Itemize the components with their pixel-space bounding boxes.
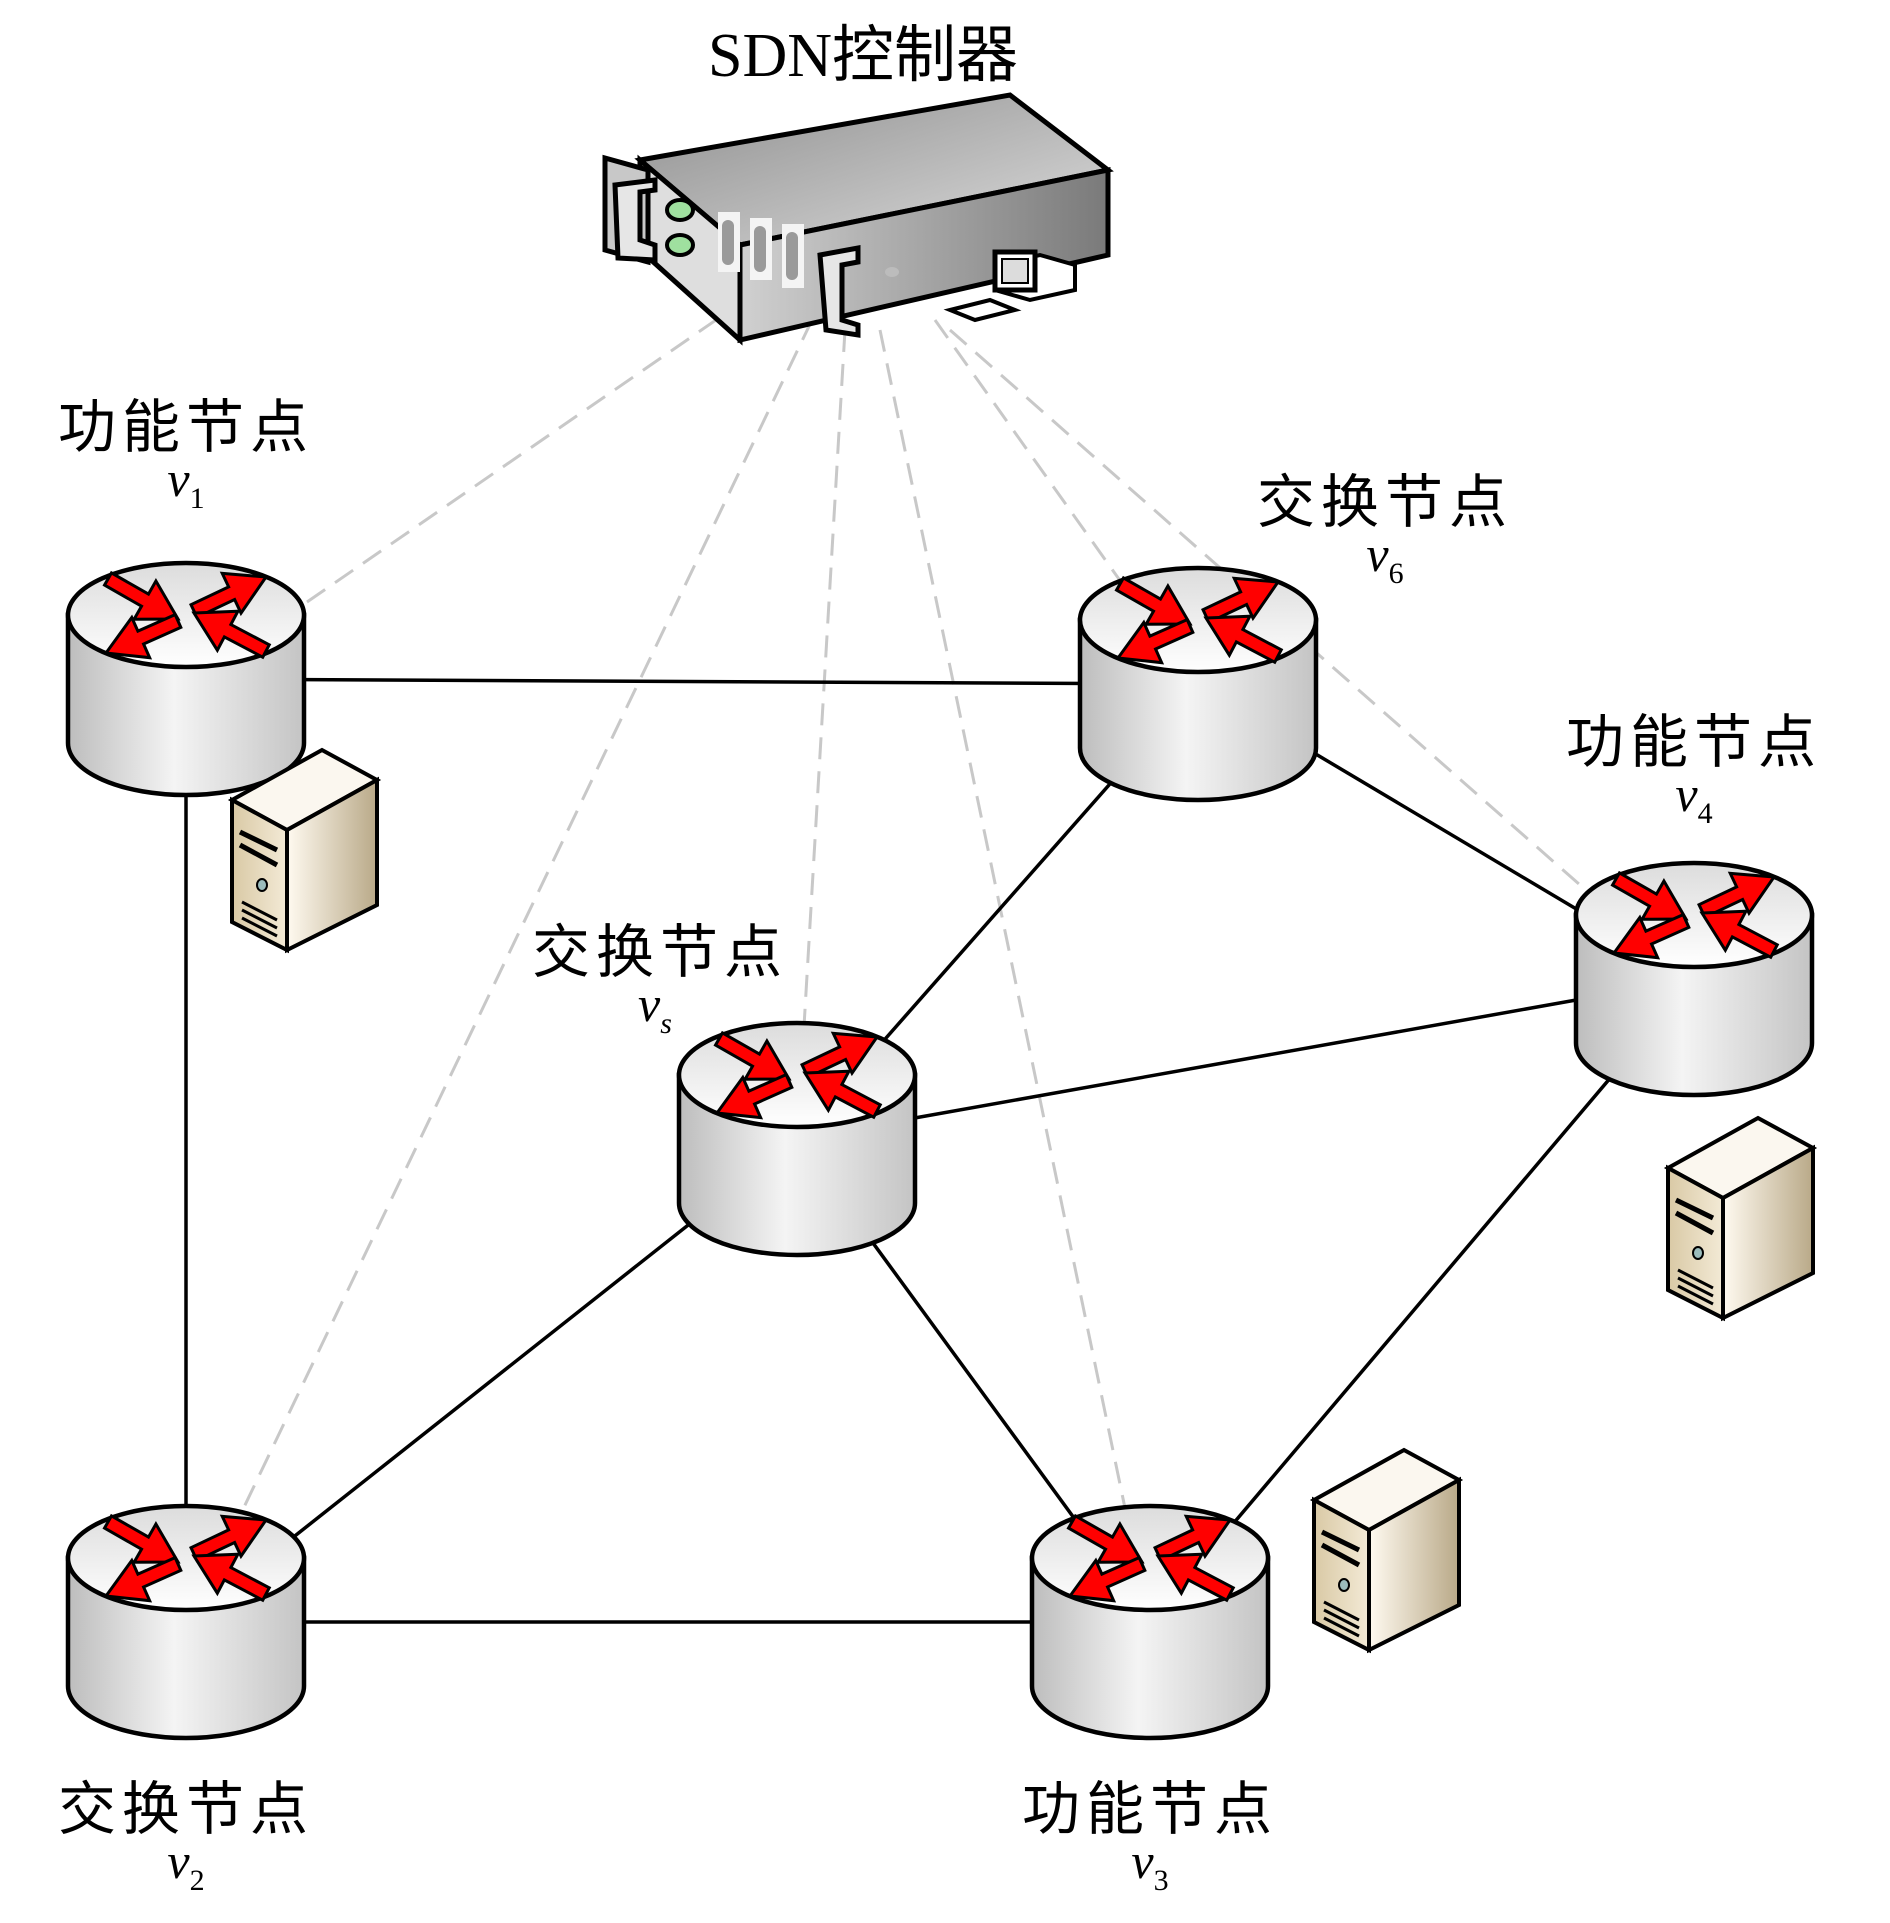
arrow-icon (1066, 1513, 1145, 1564)
control-link-v2 (184, 319, 814, 1630)
node-type-label-v3: 功能节点 (1021, 1775, 1279, 1843)
control-link-v4 (949, 328, 1695, 987)
arrow-icon (1203, 614, 1284, 665)
arrow-icon (713, 1030, 792, 1081)
servers (227, 747, 1818, 1654)
node-id-label-v4: v4 (1675, 765, 1712, 831)
node-subscript: 1 (189, 482, 205, 515)
node-subscript: 4 (1697, 797, 1713, 830)
switch-arrows-icon (713, 1030, 883, 1120)
controller-label: SDN控制器 (707, 22, 1019, 90)
node-id-label-v6: v6 (1366, 525, 1403, 591)
arrow-icon (800, 1031, 880, 1080)
node-type-label-v6: 交换节点 (1256, 468, 1514, 536)
arrow-icon (1699, 909, 1780, 960)
arrow-icon (191, 1552, 272, 1603)
server-icon-v4 (1663, 1115, 1818, 1322)
arrow-icon (191, 609, 272, 660)
router-vs[interactable] (676, 1020, 918, 1258)
node-type-label-v4: 功能节点 (1565, 708, 1823, 776)
switch-arrows-icon (1610, 870, 1780, 960)
routers (65, 560, 1815, 1741)
node-type-label-v1: 功能节点 (57, 393, 315, 461)
arrow-icon (1611, 912, 1691, 960)
switch-arrows-icon (102, 570, 272, 660)
node-id-label-v1: v1 (167, 450, 204, 516)
arrow-icon (1114, 575, 1193, 626)
node-id-label-vs: vs (638, 975, 672, 1041)
data-links (184, 677, 1696, 1624)
node-subscript: 3 (1153, 1864, 1169, 1897)
arrow-icon (102, 570, 181, 621)
node-subscript: 6 (1388, 557, 1404, 590)
control-link-vs (795, 329, 847, 1146)
node-type-label-vs: 交换节点 (531, 918, 789, 986)
node-id-label-v2: v2 (167, 1832, 204, 1898)
arrow-icon (189, 571, 269, 620)
arrow-icon (1153, 1514, 1233, 1563)
node-subscript: 2 (189, 1864, 205, 1897)
arrow-icon (1610, 870, 1689, 921)
arrow-icon (189, 1514, 269, 1563)
arrow-icon (103, 612, 183, 660)
node-var: v (1131, 1833, 1154, 1889)
arrow-icon (103, 1555, 183, 1603)
arrow-icon (1115, 617, 1195, 665)
link-v4-v3 (1148, 977, 1696, 1624)
router-v4[interactable] (1573, 860, 1815, 1098)
arrow-icon (802, 1069, 883, 1120)
arrow-icon (102, 1513, 181, 1564)
arrow-icon (714, 1072, 794, 1120)
router-v1[interactable] (65, 560, 307, 798)
control-link-v3 (878, 329, 1152, 1629)
switch-arrows-icon (102, 1513, 272, 1603)
node-id-label-v3: v3 (1131, 1832, 1168, 1898)
node-var: v (167, 1833, 190, 1889)
link-v1-v6 (185, 677, 1199, 686)
server-icon-v3 (1309, 1447, 1464, 1654)
sdn-controller-rack-server-icon (602, 92, 1114, 346)
router-v2[interactable] (65, 1503, 307, 1741)
arrow-icon (1155, 1552, 1236, 1603)
arrow-icon (1067, 1555, 1147, 1603)
node-type-label-v2: 交换节点 (57, 1775, 315, 1843)
link-vs-v4 (796, 977, 1695, 1141)
switch-arrows-icon (1066, 1513, 1236, 1603)
node-subscript: s (660, 1007, 672, 1040)
router-v6[interactable] (1077, 565, 1319, 803)
node-var: v (1675, 766, 1698, 822)
router-v3[interactable] (1029, 1503, 1271, 1741)
arrow-icon (1697, 871, 1777, 920)
workstation-icon (943, 249, 1077, 323)
server-icon-v1 (227, 747, 382, 954)
node-var: v (638, 976, 661, 1032)
arrow-icon (1201, 576, 1281, 625)
node-var: v (1366, 526, 1389, 582)
node-var: v (167, 451, 190, 507)
switch-arrows-icon (1114, 575, 1284, 665)
